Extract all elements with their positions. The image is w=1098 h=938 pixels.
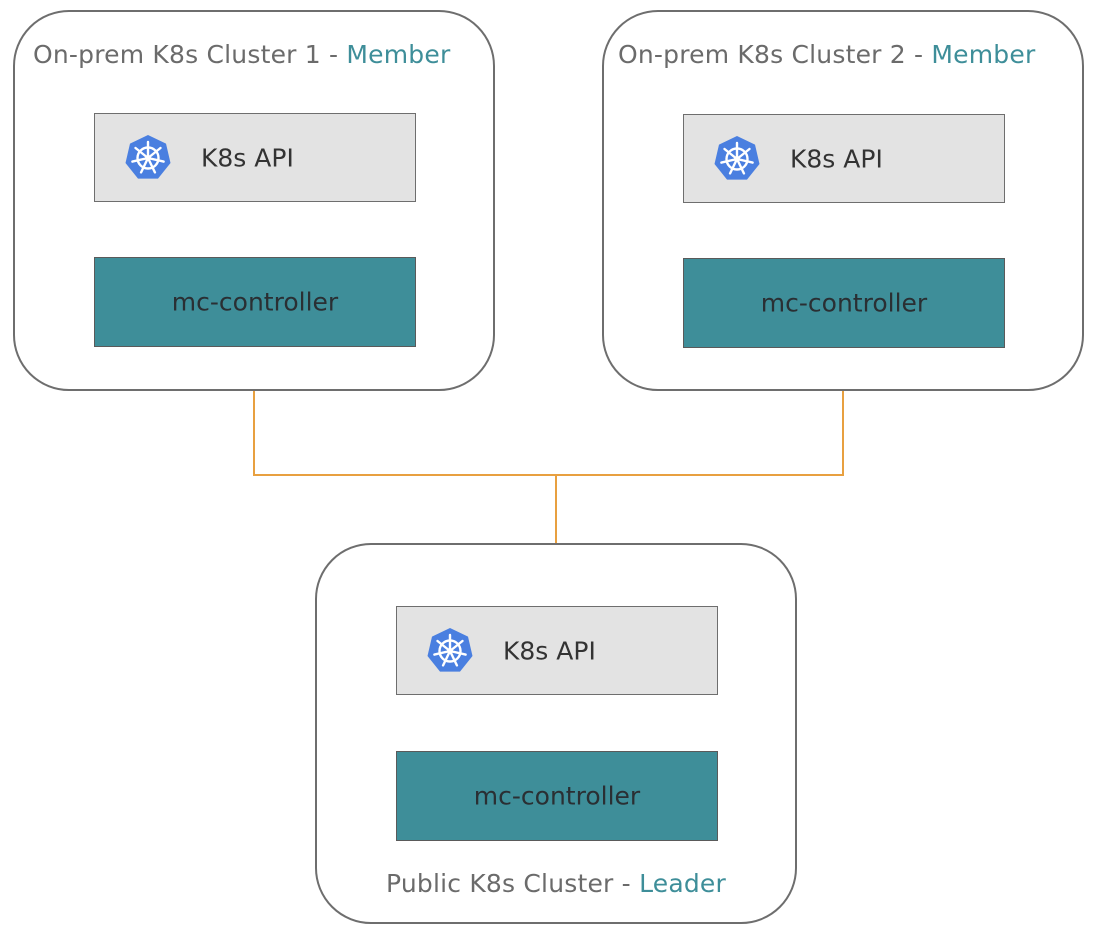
kubernetes-wheel-icon xyxy=(427,627,473,672)
api-label: K8s API xyxy=(503,636,596,665)
k8s-api-box: K8s API xyxy=(683,114,1005,203)
member-cluster-2: On-prem K8s Cluster 2 - Member K8s API m… xyxy=(602,10,1084,391)
cluster-title: On-prem K8s Cluster 2 - Member xyxy=(618,40,1036,69)
mc-controller-box: mc-controller xyxy=(94,257,416,347)
controller-label: mc-controller xyxy=(473,781,641,811)
mc-controller-box: mc-controller xyxy=(683,258,1005,348)
member-cluster-1: On-prem K8s Cluster 1 - Member K8s API m… xyxy=(13,10,495,391)
cluster-role: Member xyxy=(346,40,451,69)
api-label: K8s API xyxy=(790,144,883,173)
leader-cluster: K8s API mc-controller Public K8s Cluster… xyxy=(315,543,797,924)
cluster-role: Leader xyxy=(639,869,726,898)
k8s-api-box: K8s API xyxy=(396,606,718,695)
kubernetes-wheel-icon xyxy=(125,134,171,179)
controller-label: mc-controller xyxy=(171,287,339,317)
api-label: K8s API xyxy=(201,143,294,172)
cluster-role: Member xyxy=(931,40,1036,69)
kubernetes-wheel-icon xyxy=(714,135,760,180)
cluster-title: Public K8s Cluster - Leader xyxy=(386,869,726,898)
k8s-api-box: K8s API xyxy=(94,113,416,202)
mc-controller-box: mc-controller xyxy=(396,751,718,841)
cluster-title: On-prem K8s Cluster 1 - Member xyxy=(33,40,451,69)
controller-label: mc-controller xyxy=(760,288,928,318)
